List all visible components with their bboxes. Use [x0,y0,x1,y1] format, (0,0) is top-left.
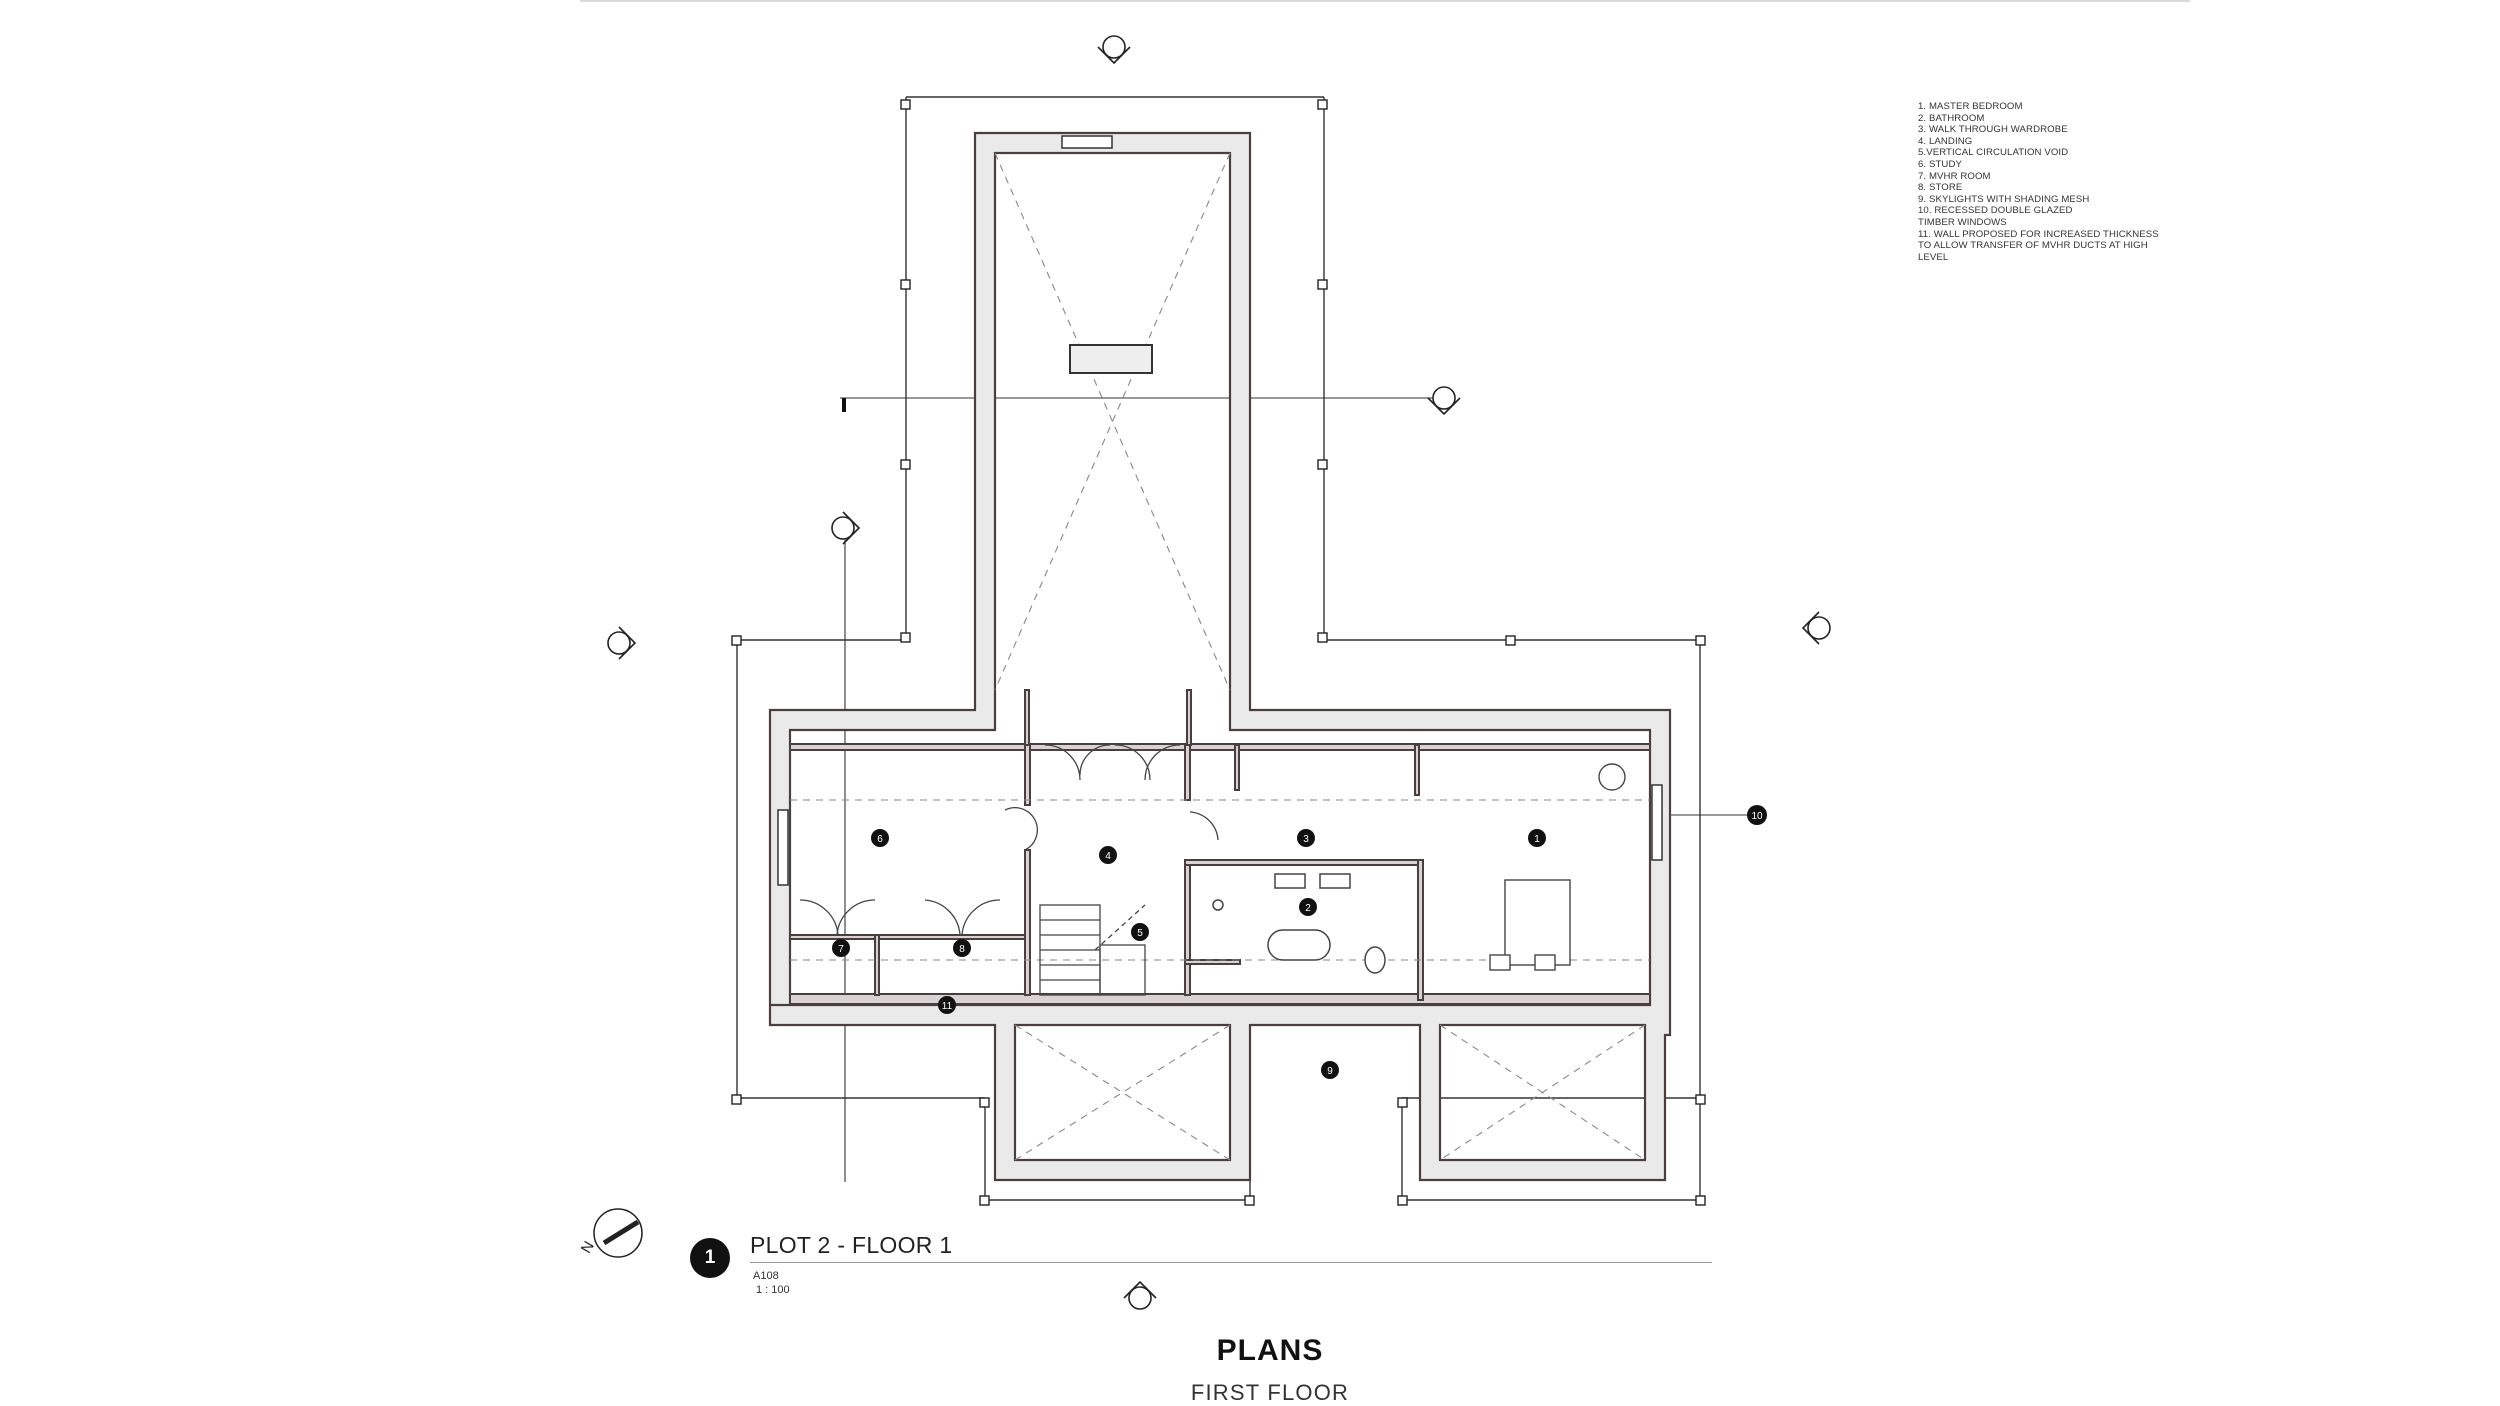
section-marker-right [1427,386,1461,416]
legend-item: 8. STORE [1918,182,1963,194]
room-tag-3: 3 [1297,829,1315,847]
svg-text:3: 3 [1303,834,1309,845]
sheet-top-border [580,0,2190,2]
doors [799,744,1219,936]
room-tag-7: 7 [832,939,850,957]
room-tag-2: 2 [1299,898,1317,916]
legend-item: 7. MVHR ROOM [1918,170,1991,182]
legend-item: TIMBER WINDOWS [1918,216,2007,228]
room-tag-6: 6 [871,829,889,847]
legend-item: 10. RECESSED DOUBLE GLAZED [1918,205,2073,217]
room-tag-8: 8 [953,939,971,957]
section-marker-bottom [1123,1280,1157,1310]
room-tag-10: 10 [1747,805,1767,825]
view-scale: 1 : 100 [756,1284,790,1296]
section-marker-west [607,626,637,660]
legend-item: 6. STUDY [1918,158,1962,170]
page-heading: PLANS [1216,1334,1324,1367]
view-title: PLOT 2 - FLOOR 1 [750,1232,953,1258]
view-title-block: 1 PLOT 2 - FLOOR 1 A108 1 : 100 [690,1228,1712,1298]
interior-walls [789,689,1651,1005]
view-number-badge: 1 [690,1238,730,1278]
svg-text:9: 9 [1327,1066,1333,1077]
svg-text:7: 7 [838,944,844,955]
exterior-walls [768,131,1672,1182]
legend-item: 3. WALK THROUGH WARDROBE [1918,124,2068,136]
section-marker-west-upper [831,511,861,545]
staircase [1039,904,1146,996]
room-legend: 1. MASTER BEDROOM 2. BATHROOM 3. WALK TH… [1918,101,2178,263]
legend-item: 5.VERTICAL CIRCULATION VOID [1918,147,2069,159]
room-tag-5: 5 [1131,923,1149,941]
legend-item: 4. LANDING [1918,135,1973,147]
svg-text:4: 4 [1105,851,1111,862]
bed [1489,763,1626,971]
room-tag-1: 1 [1528,829,1546,847]
grid-markers [731,99,1706,1206]
legend-item: LEVEL [1918,251,1949,263]
bathroom-fixtures [1212,873,1386,974]
room-tag-9: 9 [1321,1061,1339,1079]
north-arrow: N [578,1208,643,1258]
svg-text:1: 1 [1534,834,1540,845]
view-sheet-number: A108 [753,1270,779,1282]
page-subheading: FIRST FLOOR [1190,1380,1350,1405]
section-marker-top [1097,35,1131,65]
room-tag-11: 11 [938,996,956,1014]
legend-item: 11. WALL PROPOSED FOR INCREASED THICKNES… [1918,228,2159,240]
legend-item: 2. BATHROOM [1918,112,1985,124]
view-title-rule [750,1262,1712,1263]
section-markers [607,35,1831,1310]
svg-text:11: 11 [942,1001,953,1012]
legend-item: 1. MASTER BEDROOM [1918,101,2023,112]
legend-item: 9. SKYLIGHTS WITH SHADING MESH [1918,193,2090,205]
svg-text:5: 5 [1137,928,1143,939]
svg-text:8: 8 [959,944,965,955]
svg-text:10: 10 [1751,811,1763,822]
legend-item: TO ALLOW TRANSFER OF MVHR DUCTS AT HIGH [1918,240,2148,252]
room-tag-4: 4 [1099,846,1117,864]
central-rooflight [1069,344,1153,374]
room-tags: 1 2 3 4 5 6 7 8 9 10 11 [832,805,1767,1079]
svg-text:6: 6 [877,834,883,845]
svg-text:2: 2 [1305,903,1311,914]
section-marker-east [1801,611,1831,645]
